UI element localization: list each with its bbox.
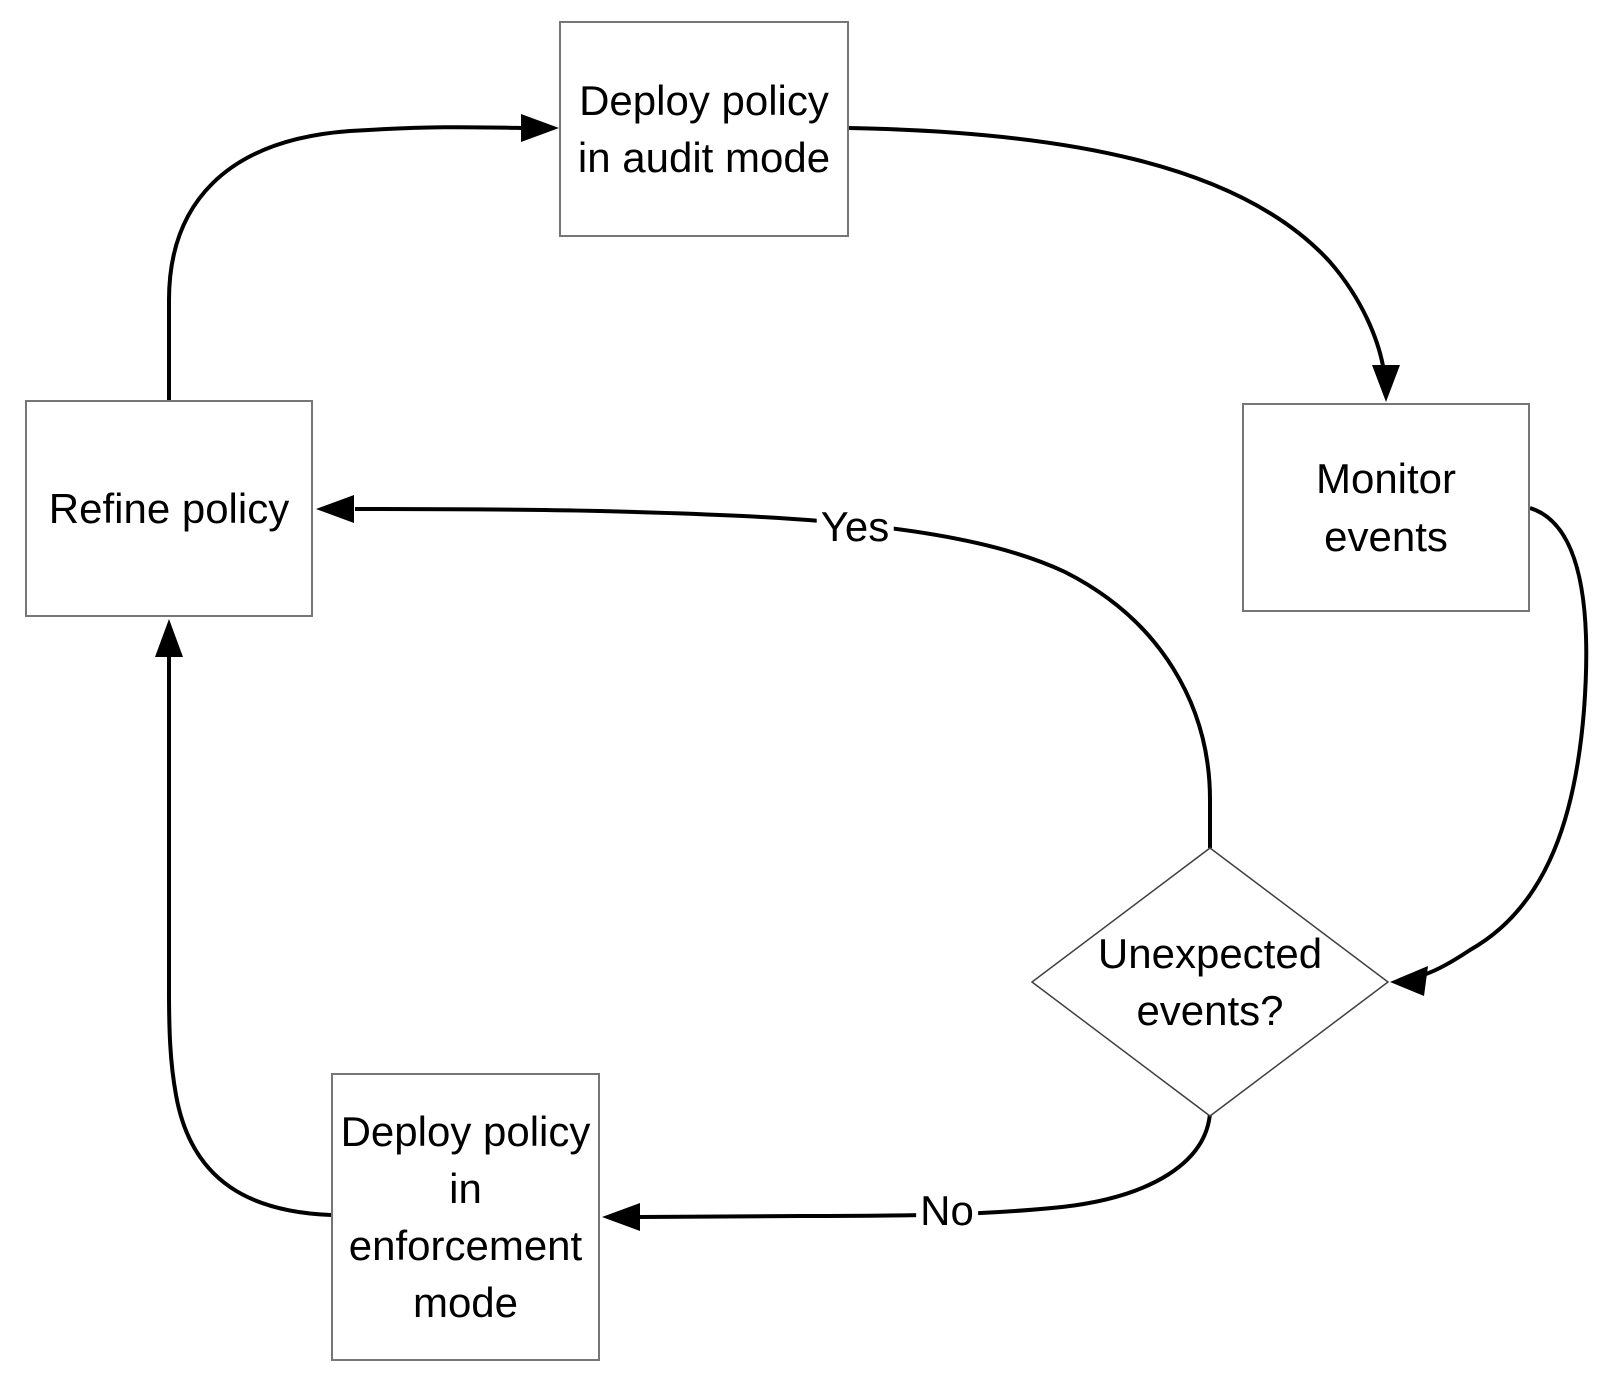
node-refine-policy-label: Refine policy <box>48 484 290 532</box>
node-deploy-enforce-label: Deploy policy in enforcement mode <box>340 1107 591 1327</box>
edge-monitor-to-decision-arrowhead <box>1390 966 1428 996</box>
edge-deploy-audit-to-monitor <box>848 126 1385 367</box>
node-decision-label: Unexpected events? <box>1097 929 1323 1034</box>
edge-deploy-audit-to-monitor-arrowhead <box>1372 365 1400 402</box>
node-deploy-enforce: Deploy policy in enforcement mode <box>331 1073 600 1361</box>
edge-decision-to-refine-yes-arrowhead <box>316 495 354 523</box>
edge-decision-to-deploy-enforce-no-arrowhead <box>602 1203 640 1231</box>
edge-refine-to-deploy-audit-arrowhead <box>521 114 559 142</box>
edge-refine-to-deploy-audit <box>167 125 523 401</box>
decision-diamond-shape <box>1030 847 1390 1117</box>
edge-decision-to-deploy-enforce-no <box>639 1112 1212 1219</box>
node-decision: Unexpected events? <box>1098 925 1322 1039</box>
edge-monitor-to-decision <box>1425 506 1589 976</box>
edge-decision-to-refine-yes <box>354 507 1212 848</box>
edge-label-yes: Yes <box>816 503 894 551</box>
edge-deploy-enforce-to-refine-arrowhead <box>155 619 183 657</box>
node-monitor-events: Monitor events <box>1242 403 1530 612</box>
node-deploy-audit: Deploy policy in audit mode <box>559 21 849 237</box>
node-refine-policy: Refine policy <box>25 400 313 617</box>
node-deploy-audit-label: Deploy policy in audit mode <box>577 76 831 181</box>
node-monitor-events-label: Monitor events <box>1315 455 1457 560</box>
edge-deploy-enforce-to-refine <box>167 652 332 1217</box>
edge-label-no: No <box>916 1187 978 1235</box>
